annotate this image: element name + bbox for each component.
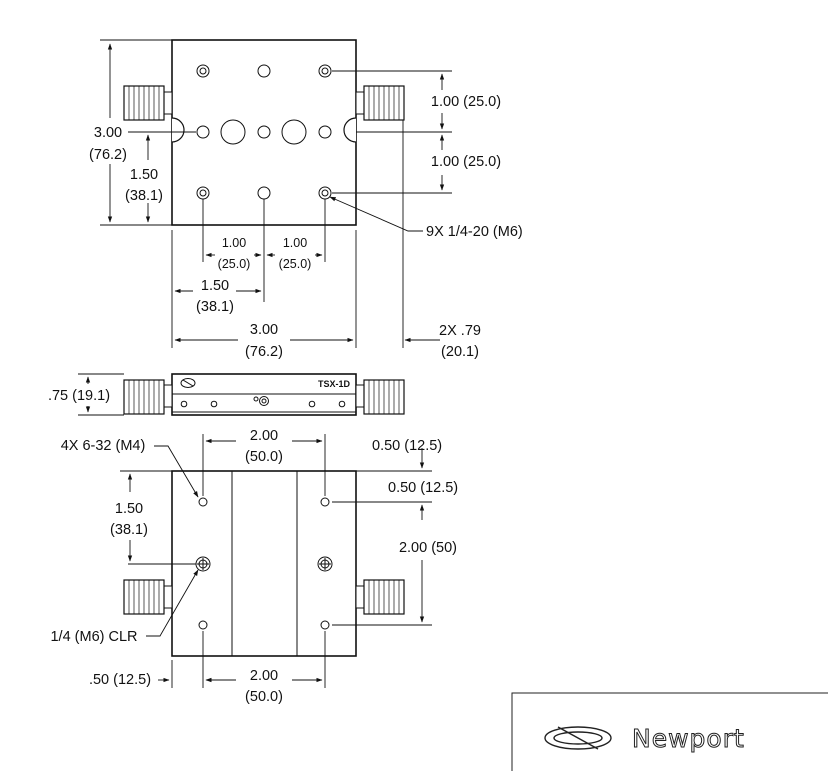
top-half-width-label: 1.50 <box>201 278 229 294</box>
micrometer-left-bottom <box>123 579 173 615</box>
side-screw-holes <box>180 396 346 408</box>
top-thread-callout: 9X 1/4-20 (M6) <box>426 224 523 240</box>
side-height-label: .75 (19.1) <box>48 388 110 404</box>
top-half-width-mm-label: (38.1) <box>196 299 234 315</box>
top-micrometer-offset-mm-label: (20.1) <box>441 344 479 360</box>
bottom-offset-label: .50 (12.5) <box>89 672 151 688</box>
bottom-top-offset-label: 0.50 (12.5) <box>372 438 442 454</box>
newport-logo-icon <box>544 726 612 750</box>
side-logo-icon <box>180 378 196 388</box>
top-col-pitch-1-label: 1.00 <box>222 236 246 250</box>
bottom-width-mm-label: (50.0) <box>245 449 283 465</box>
mounting-holes <box>196 64 332 200</box>
top-height-mm-label: (76.2) <box>89 147 127 163</box>
stage-top-plate <box>171 39 357 226</box>
bottom-right-height-label: 2.00 (50) <box>399 540 457 556</box>
bottom-width-label: 2.00 <box>250 428 278 444</box>
micrometer-right-top <box>355 85 405 121</box>
micrometer-left-side <box>123 379 173 415</box>
top-width-mm-label: (76.2) <box>245 344 283 360</box>
bottom-view: 4X 6-32 (M4) 2.00 (50.0) 0.50 (12.5) 0.5… <box>50 428 458 705</box>
top-width-label: 3.00 <box>250 322 278 338</box>
bottom-width-2-label: 2.00 <box>250 668 278 684</box>
bottom-width-2-mm-label: (50.0) <box>245 689 283 705</box>
top-half-height-mm-label: (38.1) <box>125 188 163 204</box>
top-row-pitch-2-label: 1.00 (25.0) <box>431 154 501 170</box>
top-micrometer-offset-label: 2X .79 <box>439 323 481 339</box>
brand-name: Newport <box>632 724 745 753</box>
top-col-pitch-2-mm-label: (25.0) <box>279 257 312 271</box>
top-row-pitch-1-label: 1.00 (25.0) <box>431 94 501 110</box>
micrometer-right-side <box>355 379 405 415</box>
top-col-pitch-2-label: 1.00 <box>283 236 307 250</box>
top-view: 3.00 (76.2) 1.50 (38.1) 1.00 (25.0) 1.00… <box>89 39 523 360</box>
top-height-label: 3.00 <box>94 125 122 141</box>
bottom-left-height-label: 1.50 <box>115 501 143 517</box>
side-model-label: TSX-1D <box>318 379 351 389</box>
micrometer-left-top <box>123 85 173 121</box>
top-col-pitch-1-mm-label: (25.0) <box>218 257 251 271</box>
top-half-height-label: 1.50 <box>130 167 158 183</box>
side-view: TSX-1D .75 (19.1) <box>48 373 405 416</box>
bottom-edge-offset-label: 0.50 (12.5) <box>388 480 458 496</box>
micrometer-right-bottom <box>355 579 405 615</box>
bottom-clearance-callout: 1/4 (M6) CLR <box>50 629 137 645</box>
brand-block: Newport <box>511 692 828 771</box>
bottom-left-height-mm-label: (38.1) <box>110 522 148 538</box>
bottom-thread-callout: 4X 6-32 (M4) <box>61 438 146 454</box>
